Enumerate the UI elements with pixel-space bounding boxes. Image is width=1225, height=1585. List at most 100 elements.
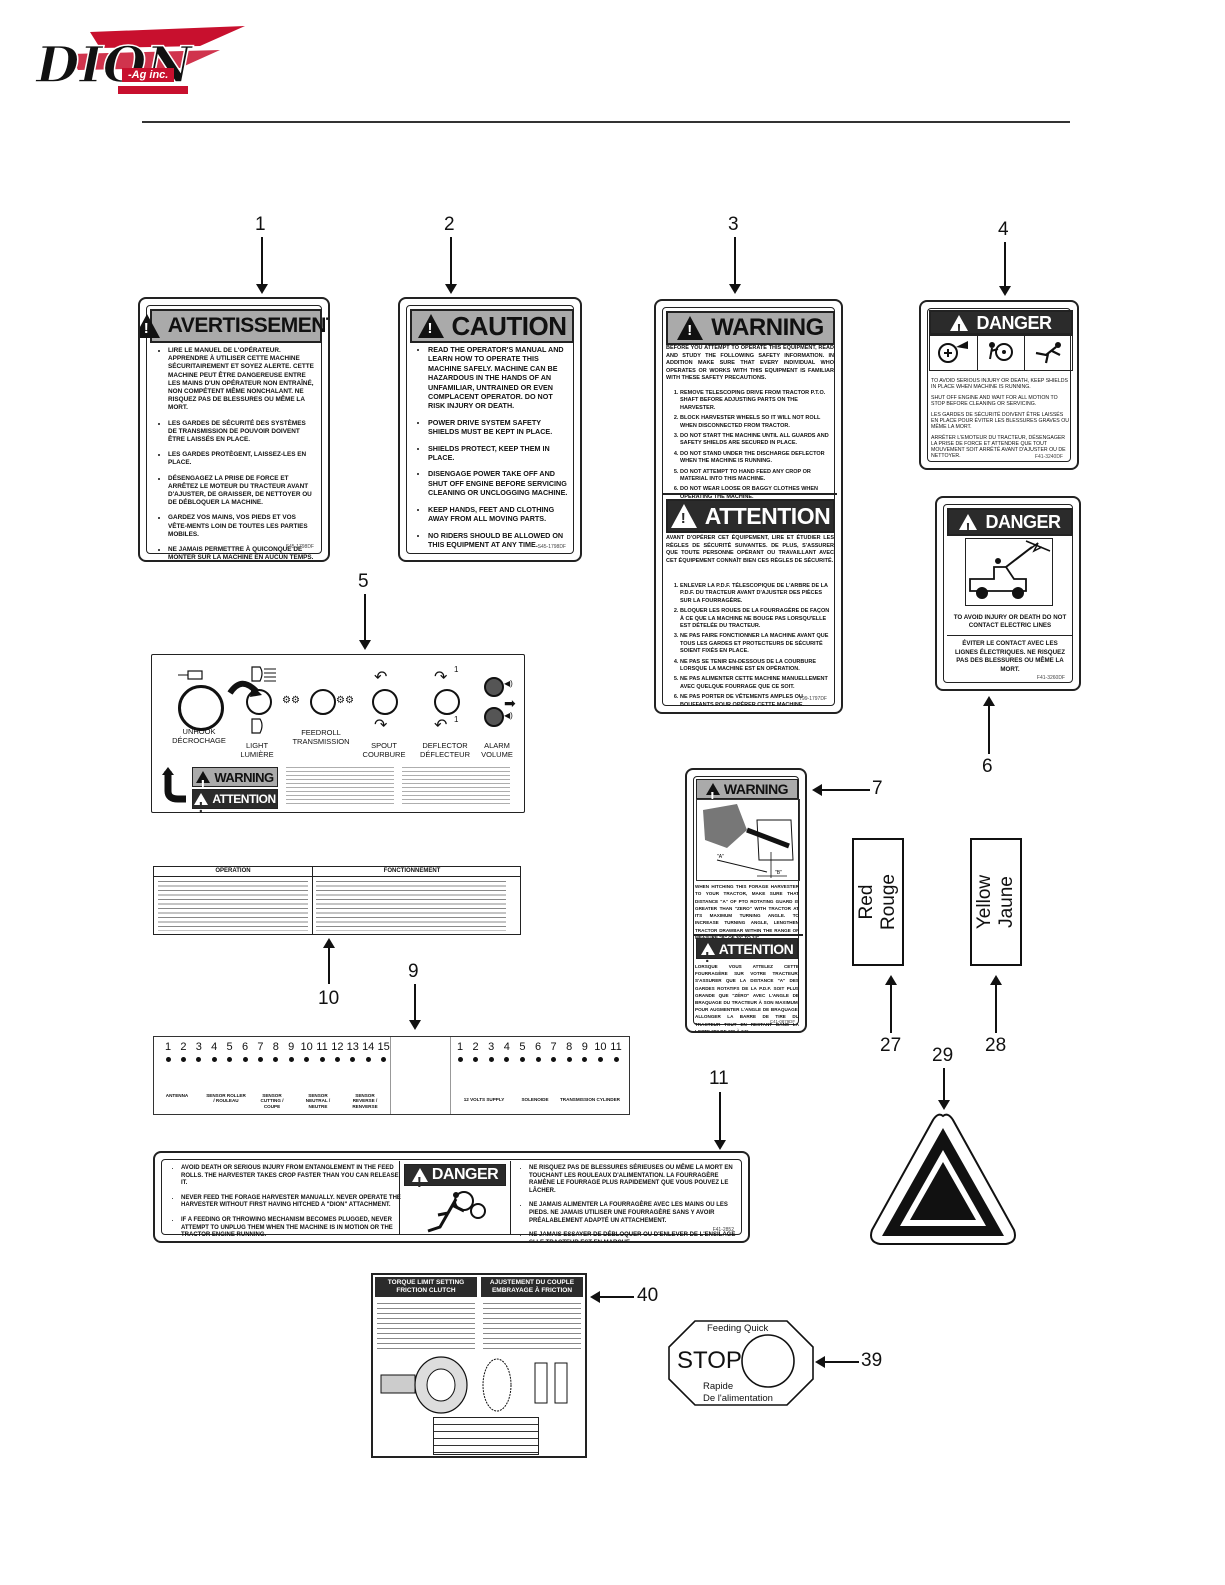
terminal-number: 5 [519, 1041, 526, 1053]
stop-bottom-label-2: De l'alimentation [703, 1393, 773, 1404]
terminal-dot [488, 1057, 494, 1062]
fine-print-block [483, 1301, 581, 1351]
decal-attention-list: ENLEVER LA P.D.F. TÉLESCOPIQUE DE L'ARBR… [666, 583, 834, 709]
callout-9-arrow [414, 984, 416, 1022]
decal-danger-line: TO AVOID SERIOUS INJURY OR DEATH, KEEP S… [931, 378, 1068, 390]
list-item: LES GARDES DE SÉCURITÉ DES SYSTÈMES DE T… [168, 420, 316, 445]
warning-triangle-icon [140, 314, 160, 338]
decal-caution-list: READ THE OPERATOR'S MANUAL AND LEARN HOW… [414, 345, 570, 549]
speaker-icon: ◀) [504, 679, 513, 688]
speaker-icon: ◀) [504, 711, 513, 720]
terminal-dot [597, 1057, 603, 1062]
list-item: BLOCK HARVESTER WHEELS SO IT WILL NOT RO… [680, 415, 834, 430]
callout-11-arrowhead [714, 1140, 726, 1150]
list-item: NE PAS FAIRE FONCTIONNER LA MACHINE AVAN… [680, 633, 834, 655]
callout-5: 5 [358, 571, 369, 592]
spout-button-icon [372, 689, 398, 715]
terminal-dot [551, 1057, 557, 1062]
deflector-up-icon: ↷ [434, 669, 448, 686]
callout-3-arrow [734, 237, 736, 289]
decal-feedrolls-en-list: AVOID DEATH OR SERIOUS INJURY FROM ENTAN… [167, 1165, 401, 1240]
callout-6: 6 [982, 756, 993, 777]
decal-caution: CAUTION READ THE OPERATOR'S MANUAL AND L… [398, 297, 582, 562]
terminal-dot [196, 1057, 202, 1062]
decal-avertissement-title: AVERTISSEMENT [167, 314, 330, 337]
warning-triangle-icon [950, 315, 969, 338]
table-header-operation: OPERATION [215, 868, 251, 874]
decal-control-warning-title: WARNING [214, 769, 274, 785]
control-label-fr: TRANSMISSION [292, 737, 350, 746]
callout-4: 4 [998, 219, 1009, 240]
callout-40-arrow [600, 1296, 634, 1298]
decal-feedrolls-banner: DANGER [404, 1164, 506, 1191]
decal-control-attention-banner: ATTENTION [192, 789, 278, 812]
control-label-alarm: ALARM VOLUME [472, 741, 522, 759]
terminal-number: 7 [550, 1041, 557, 1053]
torque-header-en: TORQUE LIMIT SETTING FRICTION CLUTCH [375, 1277, 477, 1297]
list-item: READ THE OPERATOR'S MANUAL AND LEARN HOW… [428, 345, 570, 411]
terminal-dot [457, 1057, 463, 1062]
control-label-unhook: UNHOOK DÉCROCHAGE [168, 727, 230, 745]
decal-danger-feedrolls: AVOID DEATH OR SERIOUS INJURY FROM ENTAN… [153, 1151, 750, 1243]
unhook-icon [178, 685, 224, 731]
decal-control-panel: UNHOOK DÉCROCHAGE LIGHT LUMIÈRE ⚙⚙ ⚙⚙ FE… [151, 654, 525, 813]
terminal-number: 8 [566, 1041, 573, 1053]
callout-40-arrowhead [590, 1291, 600, 1303]
decal-danger-shields: DANGER TO AVOID SERIOUS INJURY OR DEATH,… [919, 300, 1079, 470]
callout-6-arrow [988, 704, 990, 754]
warning-triangle-icon [959, 514, 978, 537]
callout-11-arrow [719, 1092, 721, 1140]
callout-1: 1 [255, 214, 266, 235]
warning-triangle-icon [677, 316, 704, 340]
callout-11: 11 [709, 1068, 729, 1089]
list-item: NE RISQUEZ PAS DE BLESSURES SÉRIEUSES OU… [529, 1165, 741, 1195]
alarm-knob-icon [484, 707, 504, 727]
terminal-number: 5 [226, 1041, 233, 1053]
list-item: NE JAMAIS PERMETTRE À QUICONQUE DE MONTE… [168, 546, 316, 560]
terminal-dot [257, 1057, 263, 1062]
terminal-dot [304, 1057, 310, 1062]
color-label-en: Yellow [974, 874, 996, 930]
decal-red-rouge: Red Rouge [852, 838, 904, 966]
header-rule [142, 121, 1070, 123]
terminal-dot [566, 1057, 572, 1062]
warning-triangle-icon [700, 942, 715, 966]
list-item: LIRE LE MANUEL DE L'OPÉRATEUR. APPRENDRE… [168, 347, 316, 413]
decal-feedrolls-title: DANGER [431, 1166, 499, 1183]
fine-print-block [286, 765, 394, 805]
decal-hitch-attention-text: LORSQUE VOUS ATTELEZ CETTE FOURRAGÈRE SU… [695, 964, 799, 1033]
terminal-number: 6 [534, 1041, 542, 1053]
decal-hitch-attention-title: ATTENTION [718, 940, 794, 957]
decal-danger-line: ARRÊTER L'EMOTEUR DU TRACTEUR, DÉSENGAGE… [931, 435, 1066, 459]
terminal-dot [180, 1057, 186, 1062]
list-item: LES GARDES PROTÈGENT, LAISSEZ-LES EN PLA… [168, 451, 316, 467]
electric-lines-icon [965, 538, 1053, 606]
warning-triangle-icon [411, 1168, 428, 1191]
terminal-number: 12 [331, 1041, 344, 1053]
callout-10-arrowhead [323, 938, 335, 948]
control-label-feedroll: FEEDROLL TRANSMISSION [284, 728, 358, 746]
decal-caution-banner: CAUTION [410, 309, 574, 343]
warning-triangle-icon [194, 793, 209, 812]
decal-warning-banner: WARNING [666, 311, 835, 345]
decal-feedrolls-center: DANGER [399, 1161, 511, 1235]
callout-7: 7 [872, 778, 883, 799]
terminal-number: 7 [257, 1041, 264, 1053]
hazard-pictograms [929, 333, 1073, 371]
terminal-number: 14 [362, 1041, 375, 1053]
list-item: DO NOT STAND UNDER THE DISCHARGE DEFLECT… [680, 451, 834, 466]
feedroll-entanglement-icon [427, 1191, 486, 1233]
decal-caution-title: CAUTION [451, 310, 567, 341]
terminal-dot [334, 1057, 340, 1062]
callout-39-arrow [825, 1361, 859, 1363]
decal-avertissement: AVERTISSEMENT LIRE LE MANUEL DE L'OPÉRAT… [138, 297, 330, 562]
decal-hitch-warning-text: WHEN HITCHING THIS FORAGE HARVESTER TO Y… [695, 884, 799, 940]
terminal-number: 9 [288, 1041, 295, 1053]
fine-print-block [402, 765, 510, 805]
decal-danger-title: DANGER [976, 312, 1052, 333]
list-item: NE PAS SE TENIR EN-DESSOUS DE LA COURBUR… [680, 659, 834, 674]
callout-3-arrowhead [729, 284, 741, 294]
terminal-number: 8 [272, 1041, 279, 1053]
color-label-fr: Jaune [996, 876, 1018, 928]
